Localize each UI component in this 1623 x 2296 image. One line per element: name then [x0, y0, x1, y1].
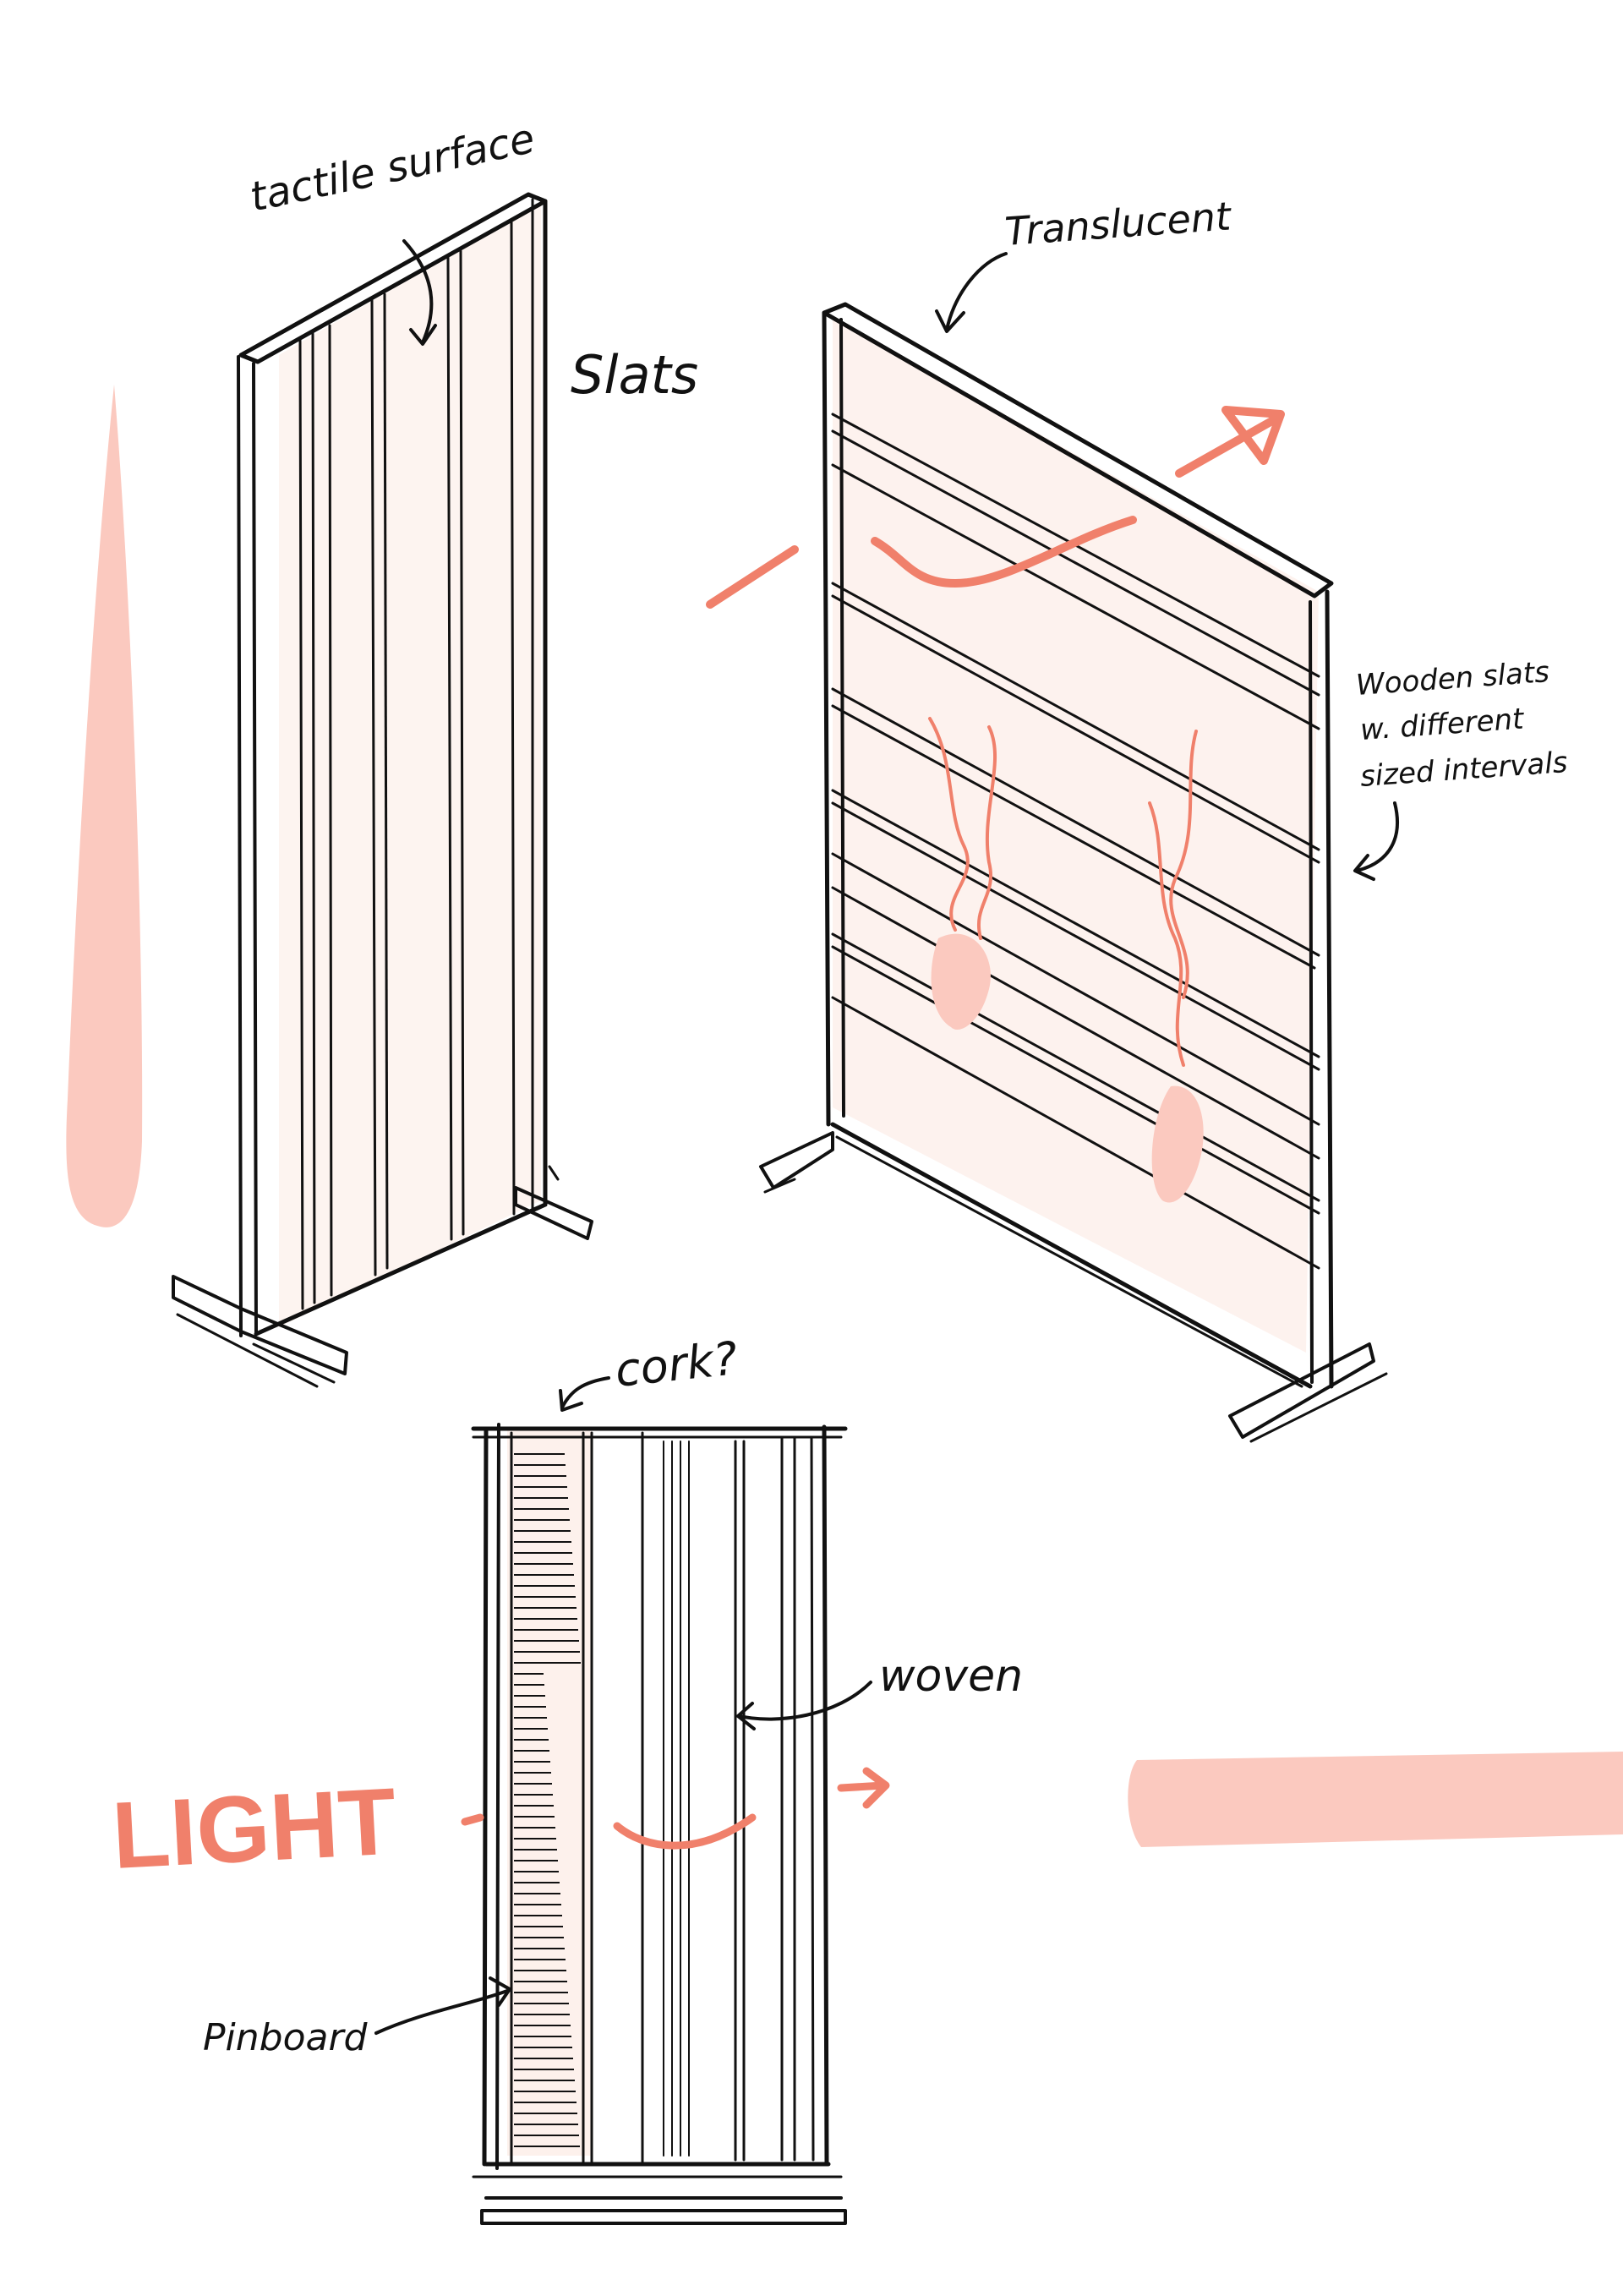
pink-vertical-swatch	[66, 385, 143, 1227]
panel-slats	[172, 192, 593, 1388]
label-tactile-surface: tactile surface	[246, 115, 538, 221]
label-slats: Slats	[571, 344, 698, 406]
panel-translucent	[759, 252, 1399, 1443]
label-light: LIGHT	[110, 1768, 399, 1889]
label-pinboard: Pinboard	[203, 2016, 369, 2059]
label-translucent: Translucent	[1003, 193, 1234, 254]
label-cork: cork?	[613, 1331, 740, 1397]
hanging-plants	[928, 717, 1204, 1203]
label-woven: woven	[879, 1651, 1023, 1702]
cork-hatching	[514, 1453, 581, 2147]
light-path-front	[461, 1767, 890, 1850]
label-wooden-slats-1: Wooden slats	[1355, 655, 1550, 702]
label-wooden-slats-3: sized intervals	[1359, 746, 1569, 794]
panel-front	[374, 1376, 872, 2225]
pink-horizontal-swatch	[1128, 1752, 1623, 1847]
light-path-translucent	[706, 406, 1285, 609]
label-wooden-slats-2: w. different	[1359, 702, 1526, 747]
